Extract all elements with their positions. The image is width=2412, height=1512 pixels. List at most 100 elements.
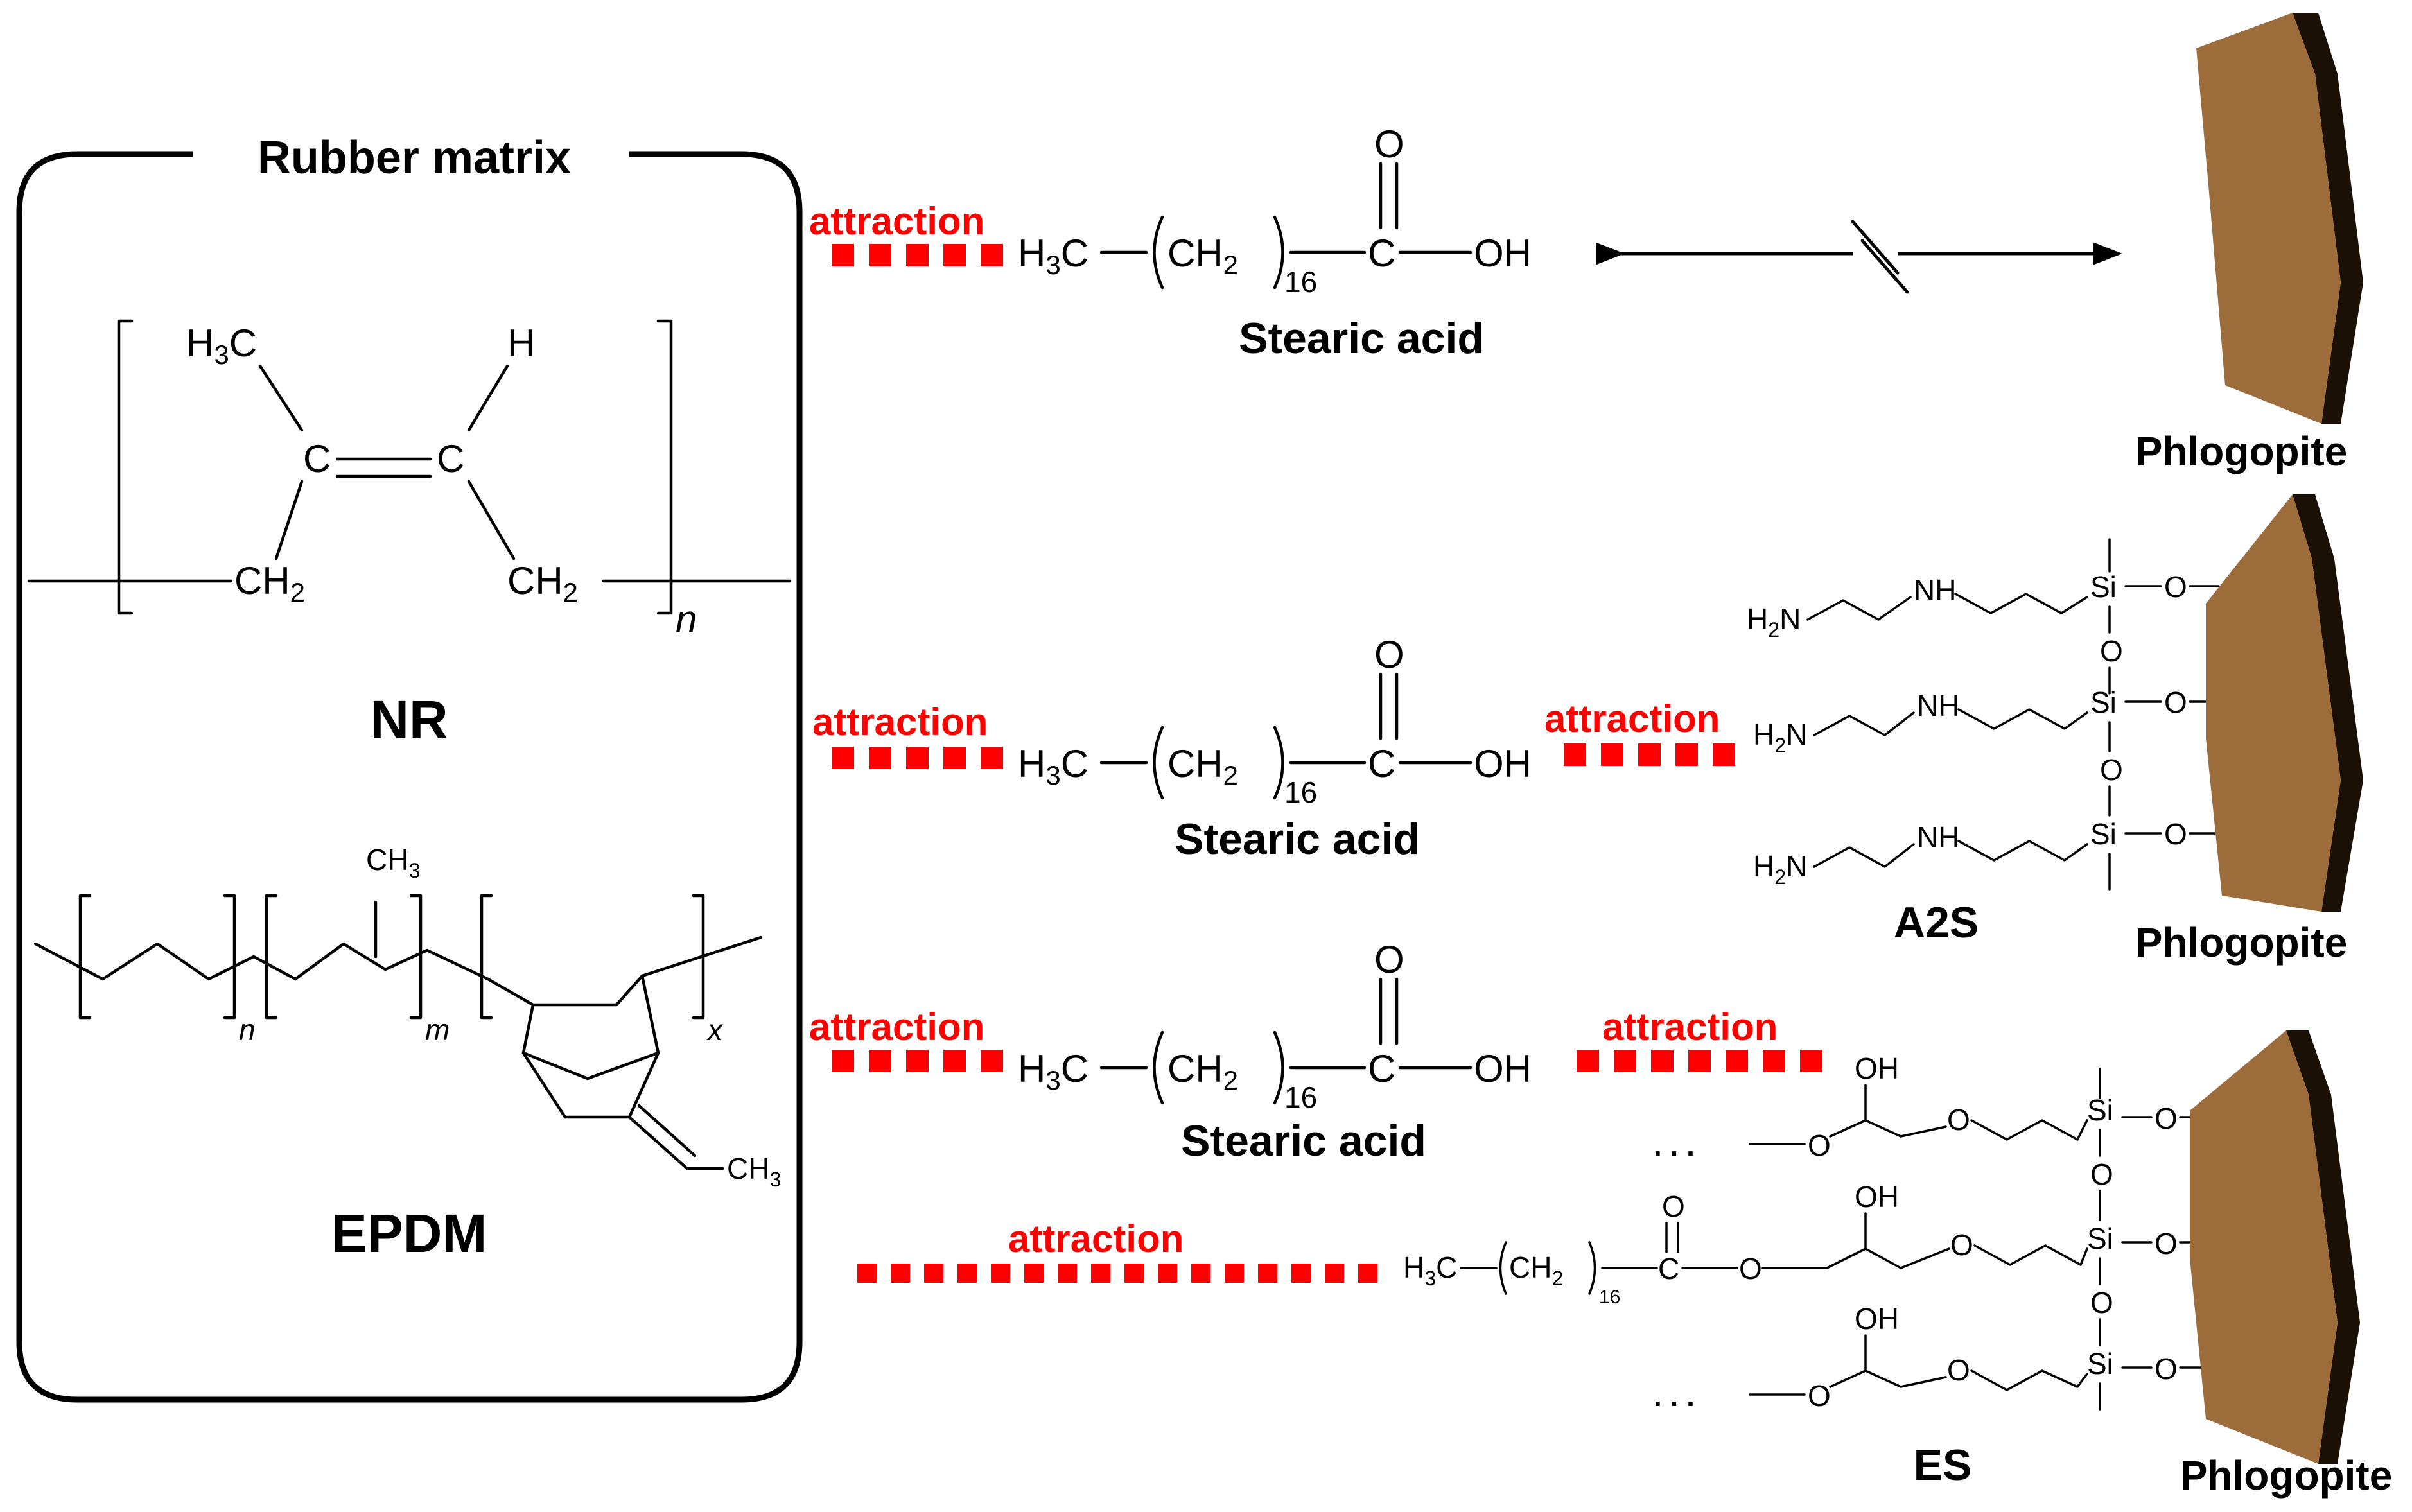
attraction-dashes	[1564, 743, 1735, 766]
repeat-n-label: n	[239, 1013, 256, 1047]
svg-text:H3C: H3C	[1403, 1251, 1457, 1290]
h3c-label: H3C	[186, 322, 257, 370]
repeat-m-label: m	[425, 1013, 450, 1047]
o-label: O	[1374, 633, 1404, 676]
rubber-matrix-box: Rubber matrix	[16, 132, 803, 1403]
h3c-label: H3C	[1018, 232, 1088, 280]
phlogopite-plate-icon	[2196, 13, 2363, 424]
stearic-acid-label: Stearic acid	[1175, 815, 1420, 864]
ellipsis-label: . . .	[1654, 1379, 1695, 1412]
ch2-label: CH2	[1167, 232, 1238, 280]
h3c-label: H3C	[1403, 1251, 1457, 1290]
phlogopite-plate-icon	[2206, 494, 2363, 912]
si-label: Si	[2090, 570, 2117, 604]
o-label: O	[1739, 1252, 1762, 1285]
break-mark-icon	[1851, 212, 1909, 295]
oh-label: OH	[1474, 742, 1532, 785]
stearic-acid-structure: H3C CH2 16 C O OH	[1018, 938, 1532, 1114]
o-label: O	[2090, 1286, 2113, 1319]
nh-label: NH	[1914, 573, 1956, 607]
ch3-label: CH3	[727, 1152, 781, 1191]
o-label: O	[1947, 1353, 1970, 1387]
c-label: C	[1368, 742, 1395, 785]
attraction-label: attraction	[809, 1005, 984, 1048]
svg-text:H2N: H2N	[1753, 718, 1807, 757]
o-label: O	[1808, 1129, 1831, 1162]
phlogopite-plate-icon	[2190, 1030, 2360, 1464]
nr-structure: H3C H C C CH2 CH2 n NR	[27, 319, 792, 750]
h2n-label: H2N	[1747, 602, 1801, 641]
epdm-structure: CH3 CH3 n m x EPDM	[33, 843, 781, 1264]
o-label: O	[1662, 1190, 1685, 1223]
ellipsis-label: . . .	[1654, 1129, 1695, 1162]
c-label: C	[1658, 1252, 1679, 1285]
ch2-label: CH2	[234, 559, 305, 607]
row-1-stearic-acid: attraction H3C CH2 16 C O OH Stearic aci…	[809, 123, 2122, 363]
attraction-label: attraction	[1544, 697, 1720, 740]
svg-text:H3C: H3C	[1018, 1047, 1088, 1095]
o-label: O	[2154, 1102, 2178, 1135]
phlogopite-label: Phlogopite	[2180, 1452, 2393, 1499]
ch2-label: CH2	[1167, 1047, 1238, 1095]
ch2-label: CH2	[1509, 1251, 1563, 1290]
h2n-label: H2N	[1753, 718, 1807, 757]
stearic-acid-structure: H3C CH2 16 C O OH	[1018, 633, 1532, 809]
repeat-16-label: 16	[1284, 776, 1317, 809]
row-2-stearic-acid: attraction H3C CH2 16 C O OH Stearic aci…	[812, 538, 2220, 947]
repeat-16-label: 16	[1284, 1081, 1317, 1114]
attraction-dashes	[832, 1050, 1003, 1072]
svg-text:H3C: H3C	[1018, 742, 1088, 790]
row-4-direct-attraction: attraction	[857, 1217, 1377, 1283]
attraction-dashes	[1577, 1050, 1822, 1072]
o-label: O	[2164, 570, 2187, 604]
o-label: O	[1808, 1379, 1831, 1412]
si-label: Si	[2087, 1347, 2113, 1380]
si-label: Si	[2090, 686, 2117, 719]
c-label: C	[437, 437, 464, 480]
o-label: O	[1374, 938, 1404, 981]
o-label: O	[1950, 1228, 1973, 1262]
svg-text:H3C: H3C	[186, 322, 257, 370]
attraction-label: attraction	[1602, 1005, 1778, 1048]
attraction-label: attraction	[809, 200, 984, 243]
si-label: Si	[2090, 817, 2117, 851]
oh-label: OH	[1474, 232, 1532, 275]
svg-text:CH3: CH3	[366, 843, 420, 882]
o-label: O	[2164, 686, 2187, 719]
phlogopite-label: Phlogopite	[2135, 919, 2348, 966]
attraction-label: attraction	[812, 700, 988, 743]
attraction-dashes	[857, 1264, 1377, 1283]
h2n-label: H2N	[1753, 849, 1807, 889]
svg-text:H3C: H3C	[1018, 232, 1088, 280]
a2s-label: A2S	[1894, 898, 1979, 947]
o-label: O	[2154, 1352, 2178, 1386]
rubber-matrix-title: Rubber matrix	[258, 132, 571, 184]
o-label: O	[2164, 817, 2187, 851]
c-label: C	[1368, 232, 1395, 275]
oh-label: OH	[1855, 1302, 1899, 1335]
oh-label: OH	[1474, 1047, 1532, 1090]
c-label: C	[303, 437, 331, 480]
svg-text:H2N: H2N	[1753, 849, 1807, 889]
h-label: H	[507, 322, 535, 365]
o-label: O	[2100, 753, 2123, 786]
svg-text:CH3: CH3	[727, 1152, 781, 1191]
repeat-16-label: 16	[1599, 1287, 1620, 1308]
epdm-label: EPDM	[331, 1203, 487, 1264]
ch3-label: CH3	[366, 843, 420, 882]
attraction-label: attraction	[1008, 1217, 1184, 1260]
repeat-16-label: 16	[1284, 265, 1317, 299]
stearic-acid-label: Stearic acid	[1239, 314, 1484, 363]
attraction-dashes	[832, 747, 1003, 769]
repeat-x-label: x	[706, 1013, 724, 1047]
phlogopite-label: Phlogopite	[2135, 428, 2348, 474]
ch2-label: CH2	[1167, 742, 1238, 790]
o-label: O	[1374, 123, 1404, 166]
svg-text:H2N: H2N	[1747, 602, 1801, 641]
oh-label: OH	[1855, 1180, 1899, 1213]
si-label: Si	[2087, 1222, 2113, 1255]
h3c-label: H3C	[1018, 742, 1088, 790]
c-label: C	[1368, 1047, 1395, 1090]
o-label: O	[2154, 1227, 2178, 1260]
